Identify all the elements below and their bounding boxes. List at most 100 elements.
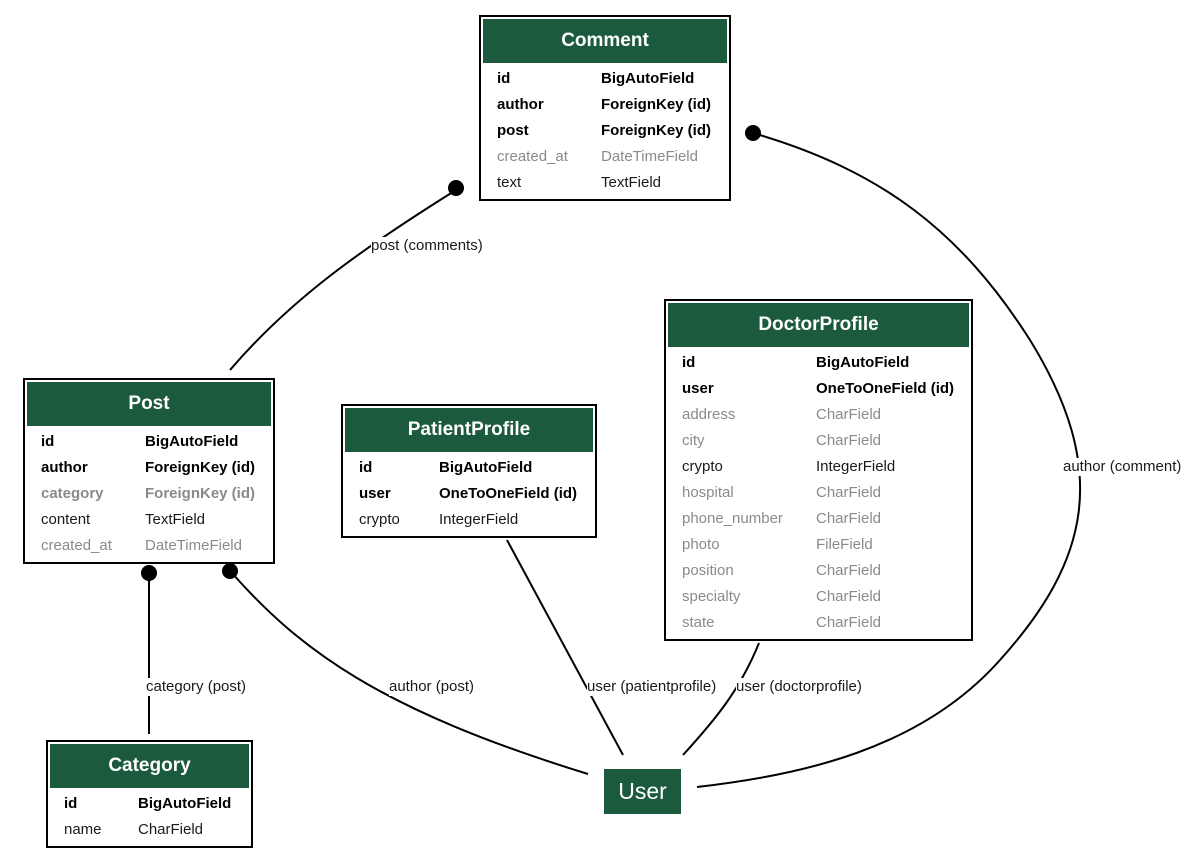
edge-author-post	[230, 571, 589, 775]
field-row: id BigAutoField	[41, 428, 255, 454]
field-name: id	[64, 794, 78, 812]
edge-label-user-doctorprofile: user (doctorprofile)	[736, 678, 862, 696]
field-type: OneToOneField (id)	[816, 379, 955, 397]
edge-post-comments	[229, 189, 457, 371]
field-type: ForeignKey (id)	[601, 121, 712, 139]
edge-end-dot	[448, 180, 464, 196]
field-type: IntegerField	[816, 457, 896, 475]
field-name: post	[497, 121, 529, 139]
field-type: DateTimeField	[145, 536, 242, 554]
edge-user-patientprofile	[506, 539, 624, 756]
field-type: TextField	[601, 173, 662, 191]
field-row: hospital CharField	[682, 479, 954, 505]
user-node[interactable]: User	[604, 769, 681, 814]
field-name: author	[41, 458, 88, 476]
field-name: position	[682, 561, 734, 579]
edge-end-dot	[222, 563, 238, 579]
entity-bottom-padding	[25, 558, 273, 562]
field-row: city CharField	[682, 427, 954, 453]
field-name: id	[682, 353, 696, 371]
edge-label-user-patientprofile: user (patientprofile)	[587, 678, 717, 696]
field-type: CharField	[816, 431, 882, 449]
field-name: text	[497, 173, 522, 191]
field-type: DateTimeField	[601, 147, 698, 165]
edge-author-comment	[696, 132, 1081, 788]
field-name: city	[682, 431, 705, 449]
field-type: ForeignKey (id)	[601, 95, 712, 113]
edge-end-dot	[745, 125, 761, 141]
entity-title: Post	[27, 382, 271, 426]
field-name: category	[41, 484, 104, 502]
entity-bottom-padding	[343, 532, 595, 536]
field-row: address CharField	[682, 401, 954, 427]
field-type: ForeignKey (id)	[145, 484, 256, 502]
field-type: BigAutoField	[816, 353, 910, 371]
field-name: specialty	[682, 587, 741, 605]
field-type: BigAutoField	[601, 69, 695, 87]
field-type: BigAutoField	[145, 432, 239, 450]
field-row: photo FileField	[682, 531, 954, 557]
entity-title: PatientProfile	[345, 408, 593, 452]
field-name: crypto	[359, 510, 400, 528]
field-type: CharField	[816, 483, 882, 501]
field-name: phone_number	[682, 509, 783, 527]
field-row: post ForeignKey (id)	[497, 117, 711, 143]
field-row: id BigAutoField	[497, 65, 711, 91]
field-row: id BigAutoField	[359, 454, 577, 480]
field-name: state	[682, 613, 715, 631]
entity-doctorprofile[interactable]: DoctorProfile id BigAutoField user OneToOneF…	[664, 299, 973, 641]
field-row: author ForeignKey (id)	[41, 454, 255, 480]
field-type: BigAutoField	[138, 794, 232, 812]
field-name: created_at	[497, 147, 568, 165]
field-type: CharField	[816, 405, 882, 423]
field-name: id	[497, 69, 511, 87]
field-row: crypto IntegerField	[359, 506, 577, 532]
edge-end-dot	[141, 565, 157, 581]
field-row: specialty CharField	[682, 583, 954, 609]
field-row: id BigAutoField	[682, 349, 954, 375]
edge-label-author-comment: author (comment)	[1063, 458, 1182, 476]
field-name: content	[41, 510, 91, 528]
field-table: id BigAutoField user OneToOneField (id) addr…	[682, 349, 954, 635]
entity-bottom-padding	[666, 635, 971, 639]
field-type: ForeignKey (id)	[145, 458, 256, 476]
field-type: FileField	[816, 535, 873, 553]
field-row: created_at DateTimeField	[497, 143, 711, 169]
field-name: id	[359, 458, 373, 476]
field-name: address	[682, 405, 736, 423]
entity-title: DoctorProfile	[668, 303, 969, 347]
field-row: state CharField	[682, 609, 954, 635]
field-name: photo	[682, 535, 720, 553]
field-type: CharField	[816, 561, 882, 579]
field-row: position CharField	[682, 557, 954, 583]
field-name: id	[41, 432, 55, 450]
field-row: crypto IntegerField	[682, 453, 954, 479]
field-row: id BigAutoField	[64, 790, 231, 816]
field-type: CharField	[816, 613, 882, 631]
field-name: user	[359, 484, 391, 502]
field-row: created_at DateTimeField	[41, 532, 255, 558]
field-name: crypto	[682, 457, 723, 475]
field-name: hospital	[682, 483, 734, 501]
field-type: BigAutoField	[439, 458, 533, 476]
edge-label-post-comments: post (comments)	[371, 237, 483, 255]
field-type: CharField	[816, 587, 882, 605]
entity-title: Category	[50, 744, 249, 788]
edge-label-author-post: author (post)	[389, 678, 475, 696]
field-name: created_at	[41, 536, 112, 554]
field-name: user	[682, 379, 714, 397]
field-type: IntegerField	[439, 510, 519, 528]
